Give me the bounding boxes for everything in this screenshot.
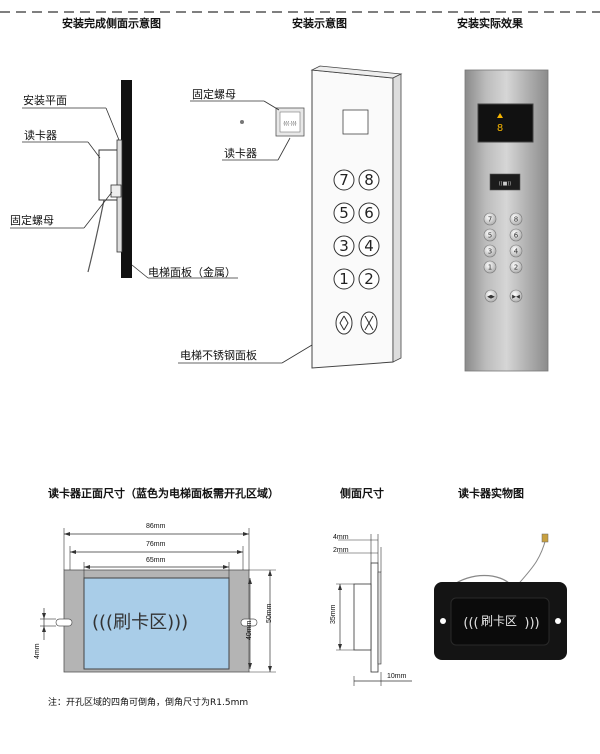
keypad-key-number: 8 — [364, 171, 374, 189]
svg-text:◀▶: ◀▶ — [487, 294, 495, 300]
photo-keypad-number: 6 — [514, 232, 519, 240]
label-install-card-reader: 读卡器 — [224, 147, 257, 160]
label-elevator-panel-metal: 电梯面板（金属） — [148, 266, 236, 279]
keypad-key-drawing — [333, 235, 355, 257]
floor-display — [477, 103, 534, 143]
svg-text:))): ))) — [524, 616, 539, 631]
photo-title: 读卡器实物图 — [458, 487, 524, 500]
label-install-plane: 安装平面 — [23, 94, 67, 107]
dim-50mm: 50mm — [266, 603, 273, 623]
swipe-area-label: (((刷卡区))) — [92, 612, 189, 633]
photo-swipe-label: 刷卡区 — [481, 614, 518, 628]
photo-open-door-key — [484, 289, 498, 303]
svg-text:▶◀: ▶◀ — [512, 294, 520, 300]
open-door-key-drawing — [335, 311, 353, 335]
dim-side-2mm: 2mm — [333, 547, 349, 554]
label-stainless-panel: 电梯不锈钢面板 — [180, 349, 257, 362]
fixing-nut-icon — [240, 120, 244, 124]
photo-keypad: 7 8 5 6 3 4 1 2 — [483, 212, 523, 274]
photo-keypad-key — [483, 260, 497, 274]
elevator-panel-side — [121, 80, 132, 278]
photo-keypad-key — [509, 212, 523, 226]
right-mounting-slot — [240, 618, 258, 627]
dim-side-4mm: 4mm — [333, 534, 349, 541]
dim-76mm: 76mm — [146, 541, 166, 548]
label-fixing-nut: 固定螺母 — [10, 214, 54, 227]
connector-icon — [541, 533, 549, 543]
photo-keypad-number: 5 — [488, 232, 492, 240]
photo-keypad-number: 4 — [514, 248, 519, 256]
card-reader-photo — [489, 173, 521, 191]
front-dim-title: 读卡器正面尺寸（蓝色为电梯面板需开孔区域） — [48, 487, 279, 500]
photo-keypad-key — [483, 228, 497, 242]
reader-photo-screw-left — [440, 618, 446, 624]
photo-keypad-key — [509, 260, 523, 274]
floor-display-number: 8 — [497, 123, 503, 134]
svg-text:((■)): ((■)) — [499, 181, 512, 187]
chamfer-note: 注：开孔区域的四角可倒角，倒角尺寸为R1.5mm — [48, 698, 249, 708]
svg-text:(((: ((( — [463, 616, 478, 631]
dim-4mm: 4mm — [34, 643, 41, 659]
keypad-key-number: 4 — [364, 237, 374, 255]
opening-area — [83, 577, 230, 670]
keypad-key-number: 6 — [364, 204, 374, 222]
photo-close-door-key — [509, 289, 523, 303]
keypad-key-number: 1 — [339, 270, 349, 288]
left-mounting-slot — [55, 618, 73, 627]
keypad-key-drawing — [333, 268, 355, 290]
install-view-title: 安装示意图 — [292, 17, 347, 30]
keypad-key-drawing — [333, 169, 355, 191]
keypad-key-number: 2 — [364, 270, 374, 288]
keypad-key-drawing — [358, 268, 380, 290]
reader-photo-screw-right — [555, 618, 561, 624]
reader-cable — [87, 199, 105, 273]
dim-side-10mm: 10mm — [387, 673, 407, 680]
svg-text:(((·))): (((·))) — [283, 121, 296, 127]
label-card-reader: 读卡器 — [24, 129, 57, 142]
keypad-key-drawing — [333, 202, 355, 224]
keypad-key-drawing — [358, 202, 380, 224]
photo-keypad-number: 3 — [488, 248, 492, 256]
photo-keypad-number: 8 — [514, 216, 518, 224]
dim-65mm: 65mm — [146, 557, 166, 564]
keypad-key-number: 3 — [339, 237, 349, 255]
side-body — [353, 583, 372, 651]
dim-side-35mm: 35mm — [330, 604, 337, 624]
fixing-nut-side — [110, 184, 122, 198]
bottom-diagrams: ((( ))) — [40, 528, 567, 686]
photo-keypad-key — [483, 244, 497, 258]
keypad-key-number: 7 — [339, 171, 349, 189]
keypad-key-number: 5 — [339, 204, 349, 222]
photo-keypad-key — [509, 244, 523, 258]
photo-keypad-key — [509, 228, 523, 242]
photo-keypad-key — [483, 212, 497, 226]
keypad-key-drawing — [358, 169, 380, 191]
side-faceplate — [370, 562, 379, 673]
dim-40mm: 40mm — [246, 620, 253, 640]
photo-keypad-number: 7 — [488, 216, 492, 224]
keypad-key-drawing — [358, 235, 380, 257]
photo-keypad-number: 1 — [488, 264, 492, 272]
reader-opening — [342, 109, 369, 135]
side-view-title: 安装完成侧面示意图 — [62, 17, 161, 30]
dim-86mm: 86mm — [146, 523, 166, 530]
side-dim-title: 侧面尺寸 — [340, 487, 384, 500]
up-arrow-icon — [497, 113, 503, 118]
photo-keypad-number: 2 — [514, 264, 518, 272]
effect-view-title: 安装实际效果 — [457, 17, 523, 30]
label-install-fixing-nut: 固定螺母 — [192, 88, 236, 101]
